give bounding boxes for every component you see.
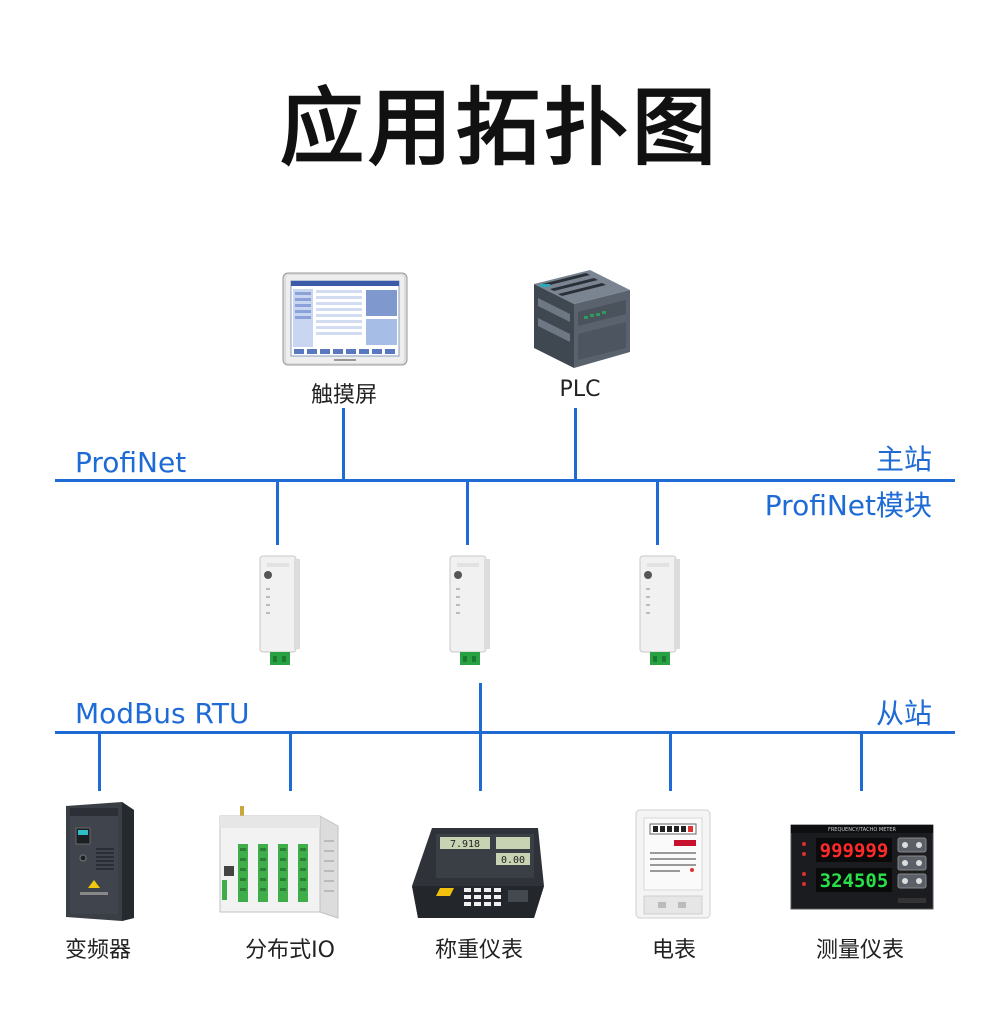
- touch-screen-icon: [282, 272, 408, 366]
- measurement-meter-label: 测量仪表: [815, 938, 904, 963]
- gateway-module-icon: [256, 553, 302, 668]
- slave-role-label: 从站: [875, 697, 932, 730]
- scale-display-bottom: 0.00: [501, 855, 525, 866]
- connector-distributed-io: [289, 733, 292, 791]
- connector-measurement: [860, 733, 863, 791]
- weighing-indicator-icon: 7.918 0.00: [410, 824, 548, 922]
- inverter-icon: [62, 800, 140, 922]
- distributed-io-label: 分布式IO: [245, 938, 335, 963]
- scale-display-top: 7.918: [450, 839, 480, 850]
- connector-module-2: [466, 481, 469, 545]
- energy-meter-icon: [634, 808, 712, 922]
- connector-module-3: [656, 481, 659, 545]
- connector-weighing: [479, 733, 482, 791]
- touch-screen-label: 触摸屏: [310, 383, 377, 408]
- profinet-label: ProfiNet: [75, 446, 187, 479]
- measurement-meter-icon: FREQUENCY/TACHO METER 999999 324505: [790, 824, 934, 910]
- distributed-io-icon: [218, 806, 344, 922]
- meter-display-top: 999999: [820, 840, 889, 862]
- modbus-bus-line: [55, 731, 955, 734]
- connector-energy-meter: [669, 733, 672, 791]
- connector-touch-screen: [342, 408, 345, 480]
- meter-display-bottom: 324505: [820, 870, 889, 892]
- profinet-module-label: ProfiNet模块: [764, 489, 932, 522]
- inverter-label: 变频器: [64, 938, 131, 963]
- profinet-bus-line: [55, 479, 955, 482]
- connector-module-2-down: [479, 683, 482, 733]
- gateway-module-icon: [446, 553, 492, 668]
- energy-meter-label: 电表: [651, 938, 696, 963]
- meter-header-text: FREQUENCY/TACHO METER: [828, 827, 897, 833]
- connector-plc: [574, 408, 577, 480]
- connector-inverter: [98, 733, 101, 791]
- connector-module-1: [276, 481, 279, 545]
- master-role-label: 主站: [875, 443, 932, 476]
- gateway-module-icon: [636, 553, 682, 668]
- page-title: 应用拓扑图: [279, 79, 720, 177]
- modbus-label: ModBus RTU: [75, 697, 250, 730]
- plc-label: PLC: [559, 377, 601, 402]
- weighing-indicator-label: 称重仪表: [434, 938, 523, 963]
- plc-icon: [528, 268, 632, 370]
